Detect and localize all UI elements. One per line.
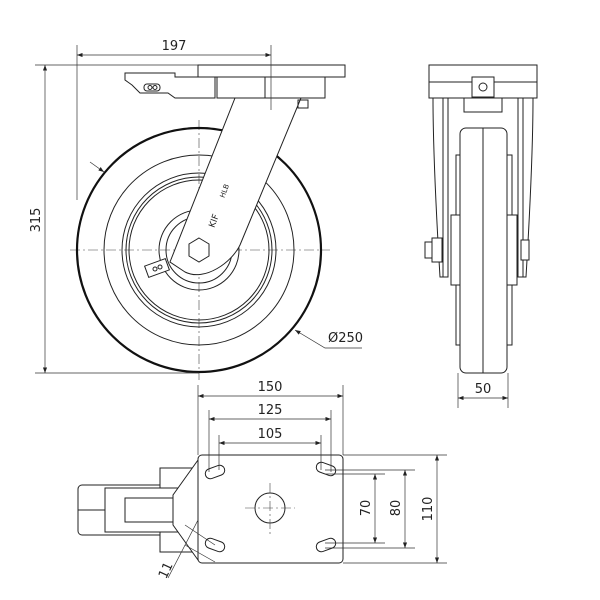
axle-nut [188, 237, 210, 263]
bottom-view [77, 454, 344, 564]
dim-wheel-width: 50 [475, 382, 492, 397]
bottom-dimensions: 150 125 105 70 80 110 11 [156, 380, 447, 581]
dim-offset: 197 [162, 39, 187, 54]
dim-bolt-inner-x: 105 [258, 427, 283, 442]
dim-plate-length: 150 [258, 380, 283, 395]
dim-bolt-inner-y: 70 [359, 500, 374, 517]
fork [169, 97, 302, 276]
svg-text:KIF: KIF [208, 213, 222, 229]
front-dimensions: 197 315 Ø250 [29, 39, 363, 374]
top-plate [197, 64, 346, 78]
brake-lever [124, 72, 216, 99]
mounting-plate [197, 454, 344, 564]
dim-plate-width: 110 [421, 497, 436, 522]
dim-bolt-hole: 11 [156, 560, 177, 581]
dim-wheel-diameter: Ø250 [328, 331, 363, 346]
side-view: 50 [424, 64, 538, 408]
dim-overall-height: 315 [29, 208, 44, 233]
dim-bolt-outer-y: 80 [389, 500, 404, 517]
dim-bolt-outer-x: 125 [258, 403, 283, 418]
tire-outline [75, 126, 323, 374]
front-view: HLB KIF [70, 64, 346, 380]
